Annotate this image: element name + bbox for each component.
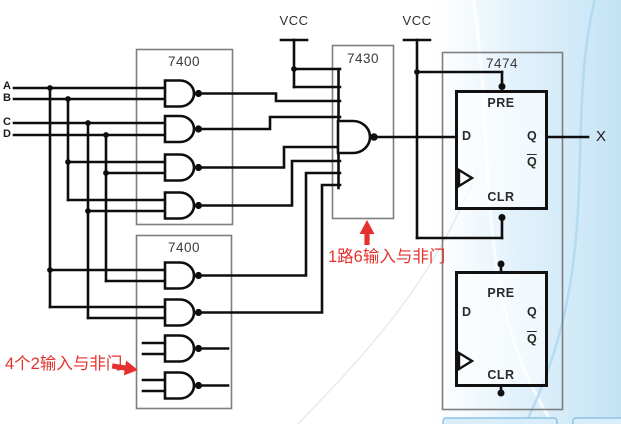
nand-gate-4	[163, 191, 196, 220]
nand-gate-8-input-7430	[336, 119, 372, 155]
up-arrow-icon	[359, 220, 375, 245]
ff1-qbar-label: Q	[527, 155, 537, 169]
nand-gate-6	[163, 298, 196, 327]
nand-gate-7-unused	[163, 334, 196, 363]
flipflop-1-body	[455, 90, 548, 210]
input-label-b: B	[3, 92, 11, 104]
chip-box-7400-bottom	[135, 234, 233, 410]
ff2-clr-label: CLR	[487, 368, 515, 382]
chip-box-7430	[331, 44, 395, 220]
input-label-d: D	[3, 128, 11, 140]
ff2-q-label: Q	[527, 305, 537, 319]
ff1-d-label: D	[462, 129, 472, 143]
ff1-q-label: Q	[527, 129, 537, 143]
clock-triangle-icon	[457, 167, 475, 189]
input-label-c: C	[3, 116, 11, 128]
output-label-x: X	[596, 128, 607, 145]
flipflop-2-body	[455, 271, 548, 387]
ff1-pre-label: PRE	[487, 96, 515, 110]
wires	[12, 38, 590, 393]
chip-label-7400-bottom: 7400	[167, 240, 201, 255]
ff2-pre-pin-dot	[497, 260, 505, 268]
ff1-clr-label: CLR	[487, 190, 515, 204]
annotation-8input-nand: 1路6输入与非门	[328, 248, 446, 266]
clock-input-icons	[457, 167, 475, 372]
right-arrow-icon	[111, 360, 138, 376]
chip-box-7400-top	[135, 48, 234, 226]
chip-label-7474: 7474	[485, 56, 519, 71]
ff1-clr-pin-dot	[498, 214, 506, 221]
nand-gates	[163, 79, 372, 400]
ff1-pre-pin-dot	[498, 83, 506, 90]
inversion-bubbles	[194, 89, 378, 390]
clock-triangle-icon	[457, 350, 475, 372]
ff2-d-label: D	[462, 305, 472, 319]
annotation-2input-nand: 4个2输入与非门	[5, 355, 123, 373]
vcc-label-right: VCC	[402, 13, 432, 28]
ff2-qbar-label: Q	[527, 332, 537, 346]
ff2-pre-label: PRE	[487, 286, 515, 300]
nand-gate-5	[163, 261, 196, 290]
bottom-peek-tab	[572, 417, 621, 424]
vcc-label-left: VCC	[279, 13, 309, 28]
junction-dots	[47, 66, 506, 397]
input-label-a: A	[3, 80, 11, 92]
bottom-peek-tab	[442, 417, 558, 424]
chip-label-7400-top: 7400	[167, 54, 201, 69]
nand-gate-2	[163, 114, 196, 144]
nand-gate-1	[163, 79, 196, 108]
ff2-clr-pin-dot	[497, 389, 505, 397]
nand-gate-3	[163, 153, 196, 182]
chip-box-7474	[441, 51, 564, 411]
annotation-arrows	[111, 220, 375, 376]
chip-label-7430: 7430	[346, 51, 380, 66]
flipflops	[455, 90, 548, 387]
chip-boxes	[135, 44, 564, 411]
nand-gate-8-unused	[163, 371, 196, 400]
